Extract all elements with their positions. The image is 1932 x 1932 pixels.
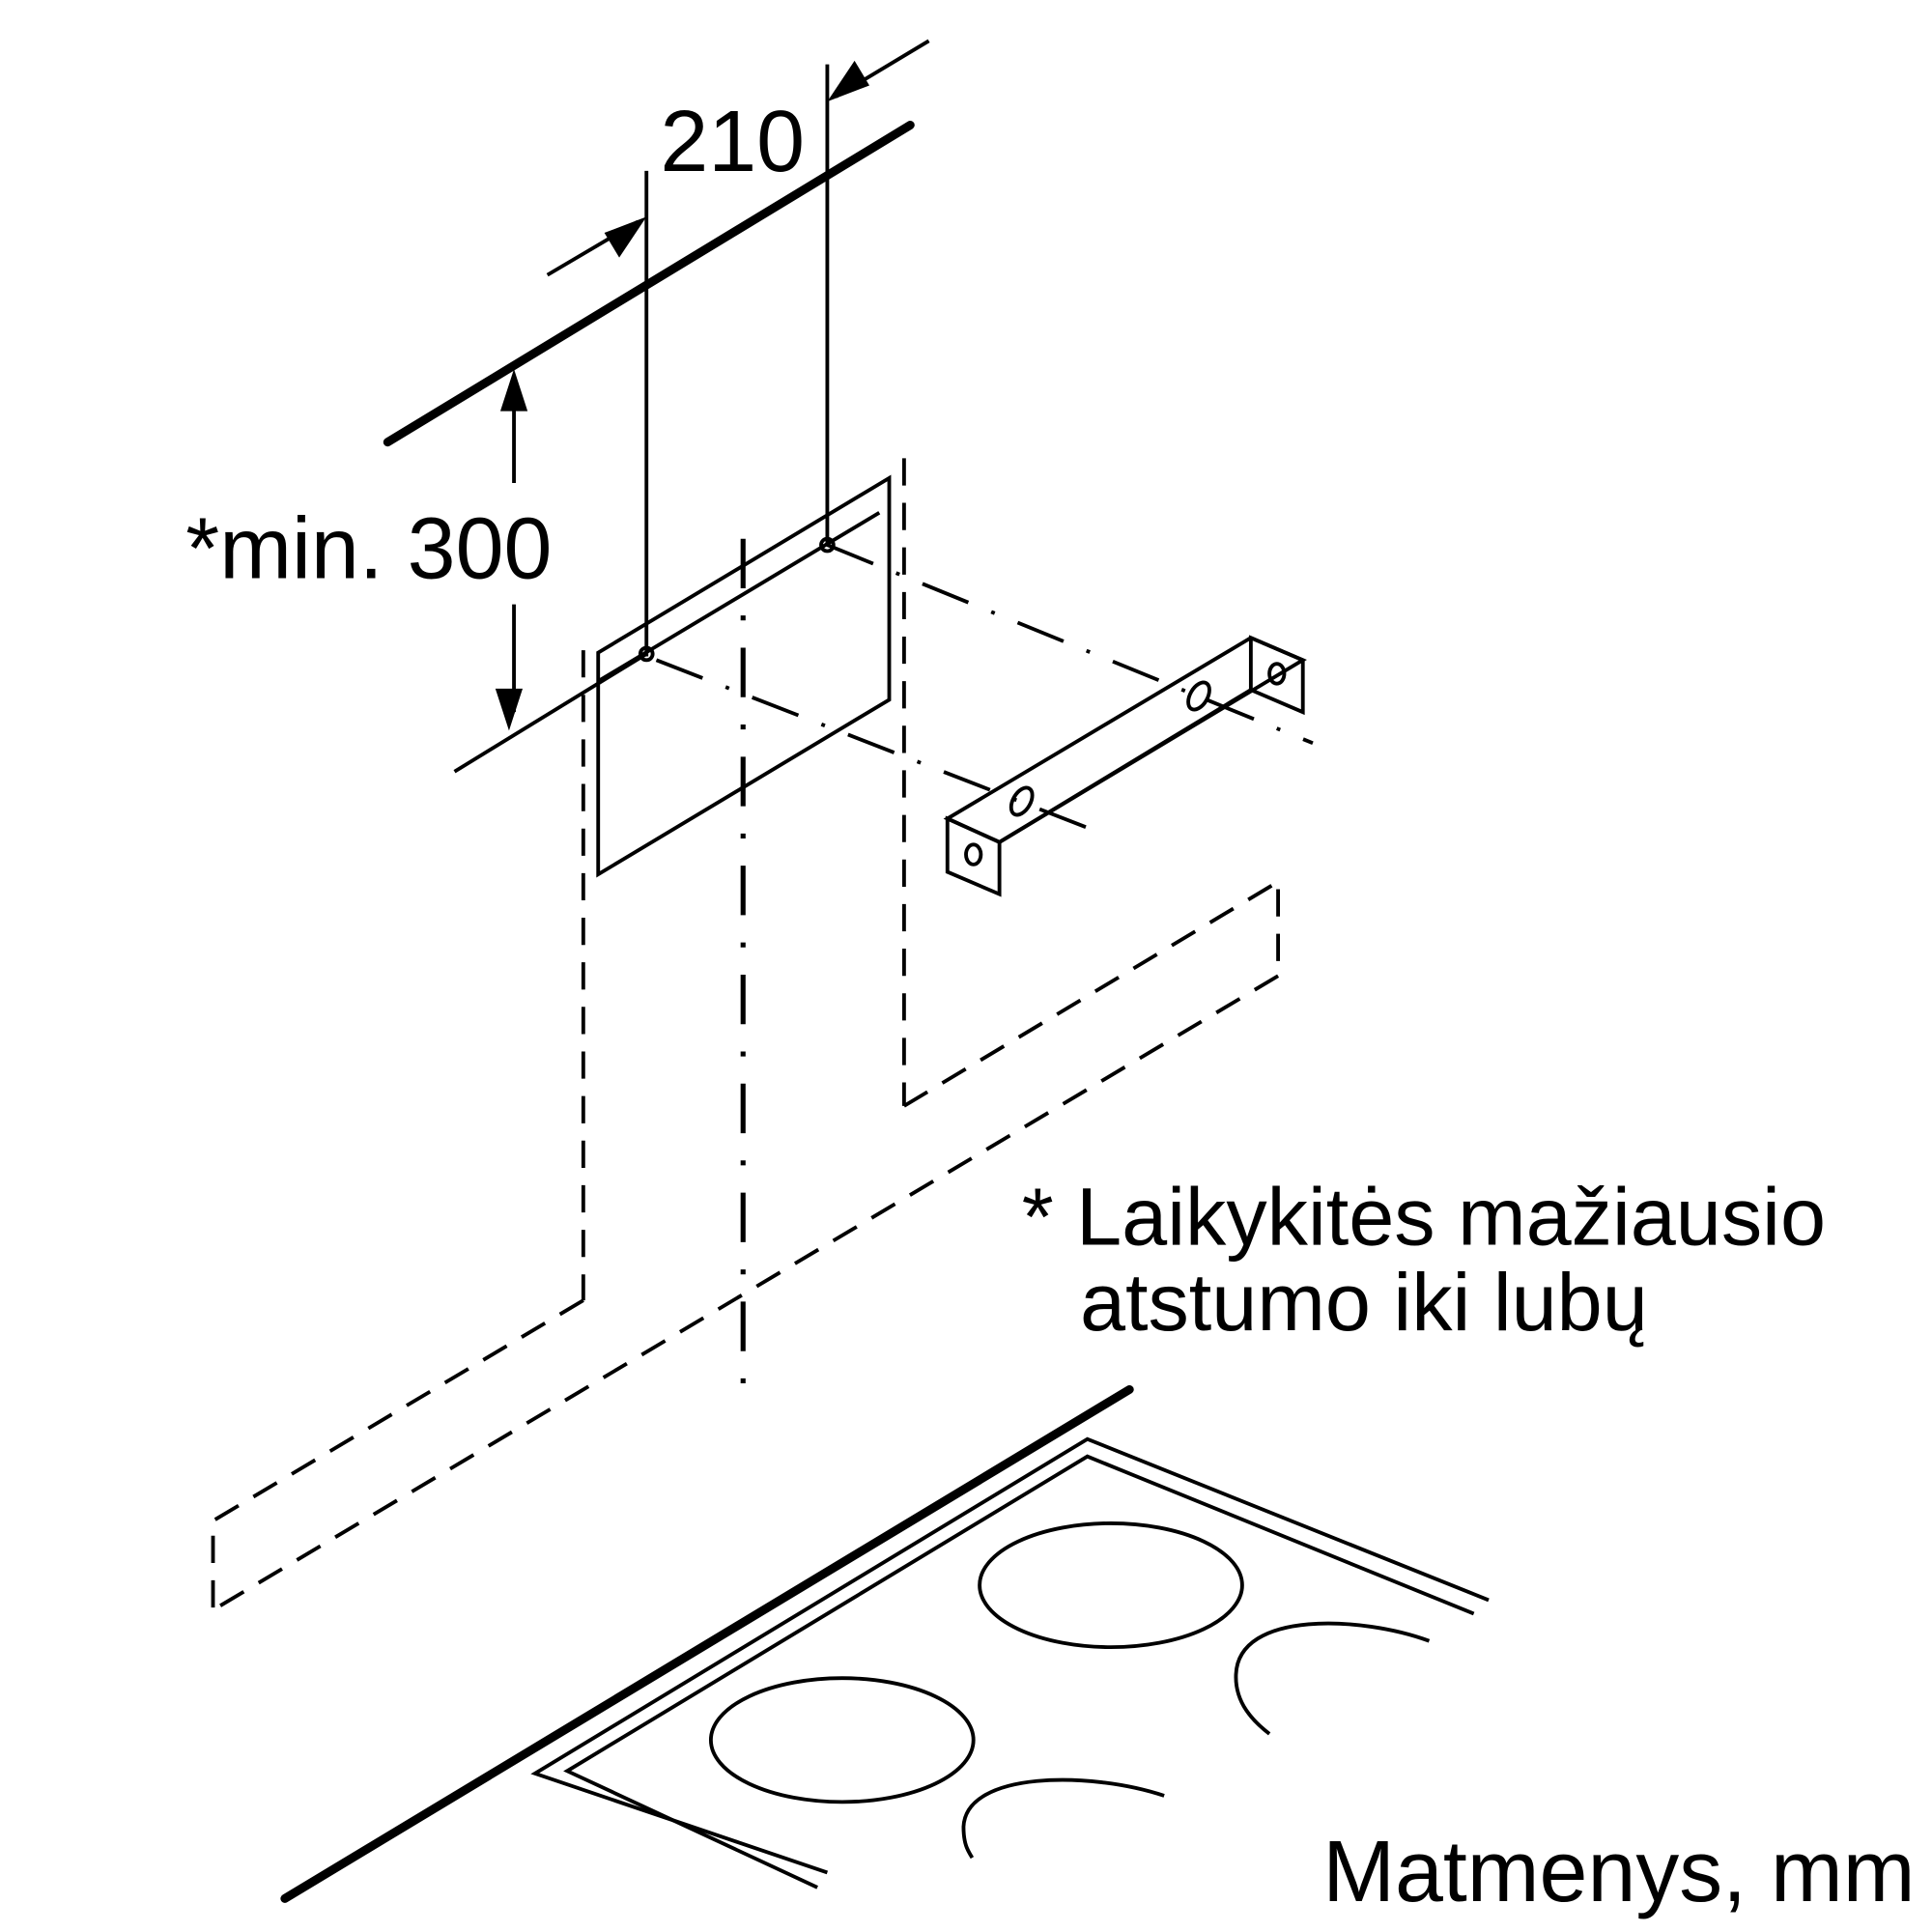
note-line-2: atstumo iki lubų xyxy=(1080,1256,1648,1348)
height-dimension-arrows xyxy=(495,369,528,731)
screw-hole-left xyxy=(638,645,655,663)
min-height-label: *min. 300 xyxy=(185,501,552,598)
burner-front-left xyxy=(708,1676,976,1804)
units-label: Matmenys, mm xyxy=(1322,1824,1915,1920)
burner-front-right xyxy=(961,1777,1165,1860)
mounting-panel xyxy=(596,474,892,878)
burner-back-left xyxy=(978,1521,1244,1650)
cooktop xyxy=(280,1384,1490,1903)
hood-outline-dashed xyxy=(211,458,1280,1612)
projection-line-right xyxy=(826,543,1314,746)
wall-bracket xyxy=(943,635,1307,897)
width-dimension-arrows xyxy=(546,39,930,277)
burner-back-right xyxy=(1234,1621,1431,1736)
projection-line-left xyxy=(655,658,1103,836)
width-label: 210 xyxy=(660,94,805,190)
screw-hole-right xyxy=(819,536,836,554)
ceiling-line xyxy=(383,121,915,447)
note-line-1: * Laikykitės mažiausio xyxy=(1022,1170,1826,1262)
